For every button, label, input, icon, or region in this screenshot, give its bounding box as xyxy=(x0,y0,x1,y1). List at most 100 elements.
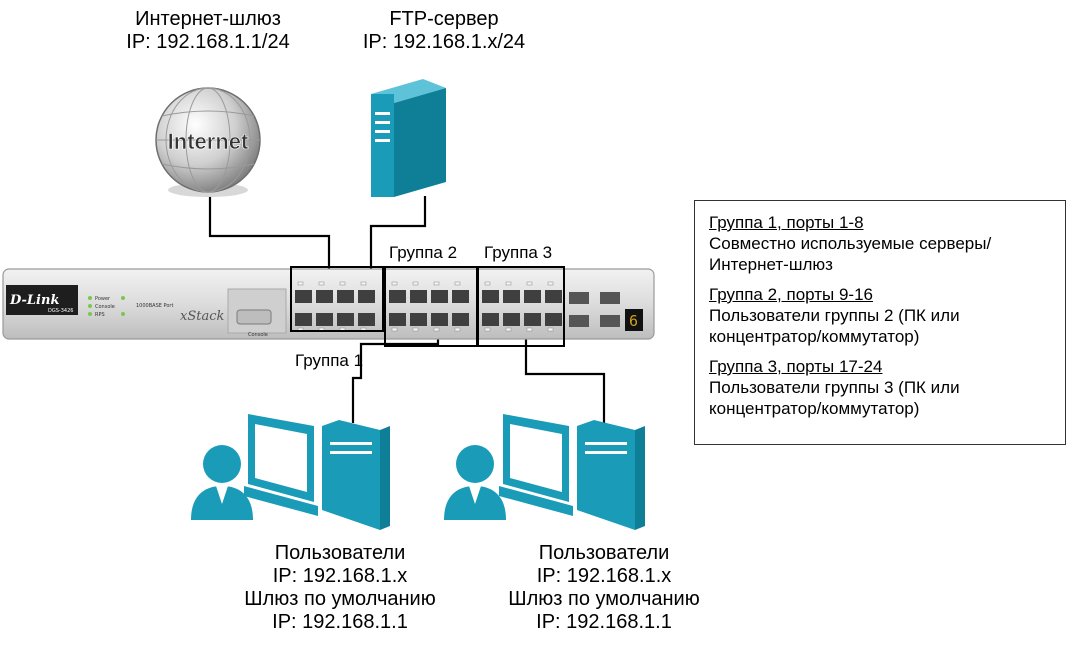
internet-globe-icon: Internet xyxy=(155,87,261,197)
users-right-line-3: Шлюз по умолчанию xyxy=(508,588,700,610)
port-led xyxy=(547,327,554,332)
group-2-label: Группа 2 xyxy=(389,243,458,262)
unit-display xyxy=(625,309,643,331)
link-users-right xyxy=(524,330,606,424)
legend-group-3-line: концентратор/коммутатор) xyxy=(709,399,920,418)
switch-port xyxy=(389,290,406,303)
port-led xyxy=(297,281,304,286)
switch-port xyxy=(482,313,499,326)
users-left-label: Пользователи IP: 192.168.1.x Шлюз по умо… xyxy=(210,542,470,634)
switch-port xyxy=(337,313,354,326)
port-led xyxy=(412,281,419,286)
port-led xyxy=(454,281,461,286)
group-1-label: Группа 1 xyxy=(295,351,364,370)
gbe-port-label: 1000BASE Port xyxy=(136,303,173,309)
legend-group-1-line: Интернет-шлюз xyxy=(709,255,833,274)
port-led xyxy=(505,281,512,286)
switch-port xyxy=(452,313,469,326)
port-led xyxy=(391,281,398,286)
switch-port xyxy=(358,290,375,303)
keyboard-right xyxy=(499,486,573,516)
console-port xyxy=(236,309,272,325)
group-boxes xyxy=(290,266,565,347)
switch-port xyxy=(482,290,499,303)
user-right-icon xyxy=(444,445,506,520)
switch-port xyxy=(410,313,427,326)
svg-text:6: 6 xyxy=(629,312,638,330)
group-3-box xyxy=(477,266,565,347)
switch-port xyxy=(503,290,520,303)
port-led xyxy=(318,281,325,286)
users-right-line-2: IP: 192.168.1.x xyxy=(536,565,672,587)
port-led xyxy=(454,327,461,332)
switch-brand: D-Link xyxy=(9,293,59,308)
gateway-label: Интернет-шлюз IP: 192.168.1.1/24 xyxy=(68,8,348,54)
ftp-label: FTP-сервер IP: 192.168.1.x/24 xyxy=(314,8,574,54)
legend-group-2-line: Пользователи группы 2 (ПК или xyxy=(709,306,960,325)
pc-tower-right xyxy=(577,420,635,530)
group-1-box xyxy=(290,266,384,332)
legend-group-2-line: концентратор/коммутатор) xyxy=(709,327,920,346)
port-led xyxy=(412,327,419,332)
led-rps-label: RPS xyxy=(95,312,105,318)
console-label: Console xyxy=(248,332,268,338)
ftp-title: FTP-сервер xyxy=(389,8,499,30)
switch-port xyxy=(431,290,448,303)
legend-box: Группа 1, порты 1-8 Совместно используем… xyxy=(694,200,1066,445)
switch-port xyxy=(545,290,562,303)
gateway-ip: IP: 192.168.1.1/24 xyxy=(126,31,290,53)
legend-group-3: Группа 3, порты 17-24 Пользователи групп… xyxy=(709,356,1065,419)
led-console-label: Console xyxy=(95,304,115,310)
switch-port xyxy=(389,313,406,326)
port-led xyxy=(505,327,512,332)
users-right-line-4: IP: 192.168.1.1 xyxy=(536,611,672,633)
pc-tower-left xyxy=(322,420,380,530)
port-led xyxy=(526,281,533,286)
keyboard-left xyxy=(244,486,318,516)
link-ftp xyxy=(369,196,427,300)
switch-port xyxy=(358,313,375,326)
legend-group-1: Группа 1, порты 1-8 Совместно используем… xyxy=(709,212,1065,275)
switch-port xyxy=(431,313,448,326)
led-power-label: Power xyxy=(95,296,111,302)
legend-group-1-heading: Группа 1, порты 1-8 xyxy=(709,213,864,232)
link-users-left xyxy=(351,330,440,423)
port-led xyxy=(484,281,491,286)
switch-port xyxy=(316,313,333,326)
users-right-label: Пользователи IP: 192.168.1.x Шлюз по умо… xyxy=(474,542,734,634)
switch-ports xyxy=(295,281,562,332)
switch-port xyxy=(452,290,469,303)
users-right-workstation xyxy=(444,414,645,530)
globe-label: Internet xyxy=(168,129,249,154)
port-led xyxy=(433,281,440,286)
port-led xyxy=(360,281,367,286)
users-left-line-2: IP: 192.168.1.x xyxy=(272,565,408,587)
legend-group-2-heading: Группа 2, порты 9-16 xyxy=(709,285,873,304)
legend-group-2: Группа 2, порты 9-16 Пользователи группы… xyxy=(709,284,1065,347)
switch-port xyxy=(545,313,562,326)
combo-ports xyxy=(569,292,620,327)
network-switch: D-Link DGS-3426 Power Console RPS 1000BA… xyxy=(2,268,655,340)
port-led xyxy=(339,281,346,286)
switch-port xyxy=(295,313,312,326)
group-3-label: Группа 3 xyxy=(484,243,553,262)
port-led xyxy=(391,327,398,332)
port-led xyxy=(484,327,491,332)
switch-series: xStack xyxy=(180,309,224,324)
user-left-icon xyxy=(191,445,253,520)
switch-port xyxy=(316,290,333,303)
ftp-server-icon xyxy=(371,79,446,197)
switch-port xyxy=(295,290,312,303)
legend-group-1-line: Совместно используемые серверы/ xyxy=(709,234,992,253)
port-led xyxy=(526,327,533,332)
switch-port xyxy=(410,290,427,303)
legend-group-3-heading: Группа 3, порты 17-24 xyxy=(709,357,883,376)
switch-port xyxy=(503,313,520,326)
port-led xyxy=(433,327,440,332)
users-left-line-1: Пользователи xyxy=(274,542,406,564)
switch-port xyxy=(337,290,354,303)
switch-model: DGS-3426 xyxy=(48,308,73,314)
legend-group-3-line: Пользователи группы 3 (ПК или xyxy=(709,378,960,397)
brand-plate xyxy=(6,285,78,315)
